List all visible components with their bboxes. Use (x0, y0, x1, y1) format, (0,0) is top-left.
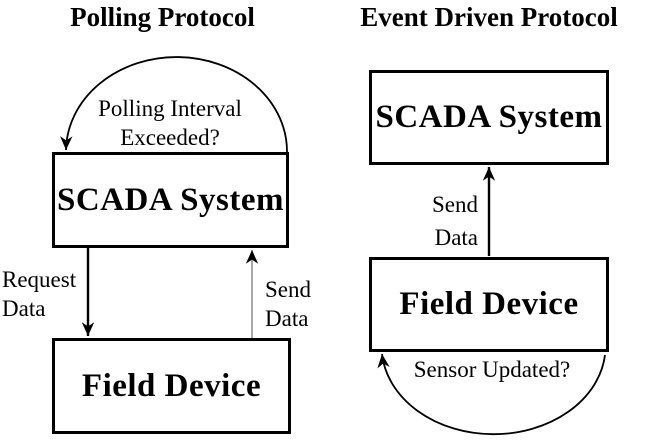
event-scada-system-box: SCADA System (369, 70, 609, 165)
sensor-loop-arrow (377, 353, 606, 436)
sensor-updated-label: Sensor Updated? (413, 357, 571, 382)
request-data-label-line1: Request (2, 267, 77, 292)
event-field-device-box: Field Device (369, 257, 609, 352)
polling-field-device-box: Field Device (52, 338, 291, 434)
polling-loop-label-line2: Exceeded? (120, 125, 220, 150)
polling-interval-exceeded-label: Polling Interval Exceeded? (70, 94, 270, 152)
request-data-label: Request Data (2, 265, 76, 323)
event-scada-system-label: SCADA System (375, 99, 603, 135)
polling-send-data-label-line1: Send (265, 277, 311, 302)
polling-loop-arrow (60, 56, 288, 154)
event-send-data-label-line2: Data (434, 225, 478, 250)
polling-scada-system-label: SCADA System (57, 181, 284, 218)
polling-loop-label-line1: Polling Interval (98, 96, 242, 121)
event-driven-protocol-title: Event Driven Protocol (360, 2, 618, 32)
polling-scada-system-box: SCADA System (52, 152, 289, 248)
request-data-label-line2: Data (2, 296, 46, 321)
polling-send-data-label: Send Data (265, 275, 311, 333)
polling-protocol-title: Polling Protocol (70, 2, 255, 32)
event-field-device-label: Field Device (399, 286, 579, 322)
event-send-data-label-line1: Send (432, 192, 478, 217)
event-send-data-label: Send Data (396, 188, 478, 254)
polling-field-device-label: Field Device (81, 367, 262, 404)
polling-send-data-label-line2: Data (265, 306, 309, 331)
